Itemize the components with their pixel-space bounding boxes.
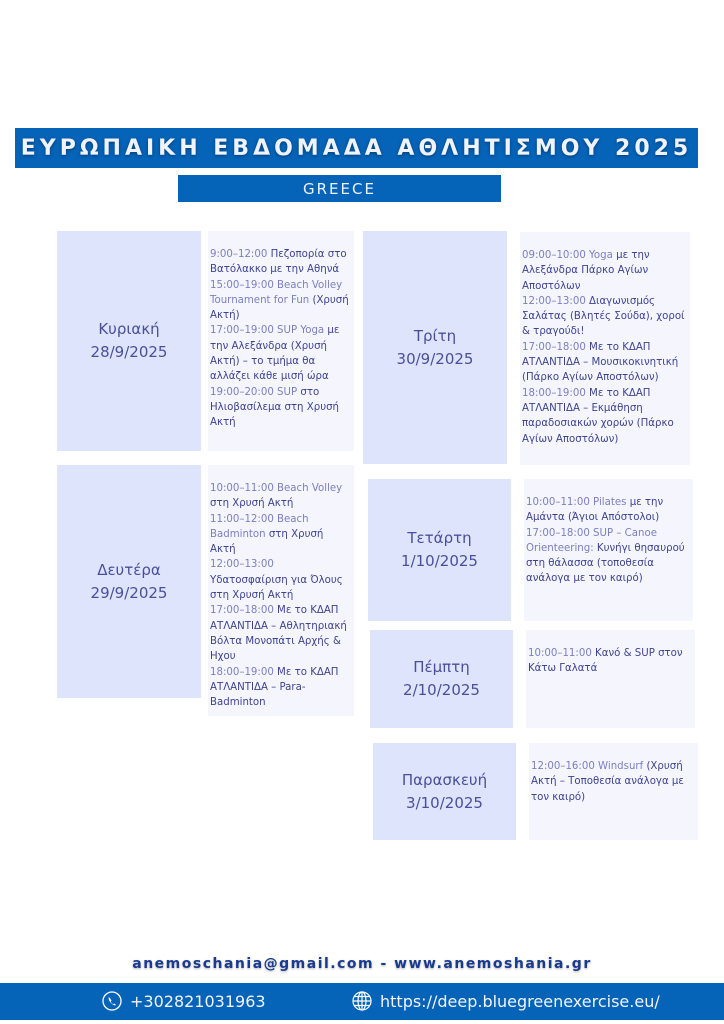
- activity-item: 18:00–19:00 Με το ΚΔΑΠ ΑΤΛΑΝΤΙΔΑ – Para-…: [210, 665, 350, 711]
- activity-text: Με το ΚΔΑΠ ΑΤΛΑΝΤΙΔΑ – Para-Badminton: [210, 666, 339, 709]
- activity-text: Με το ΚΔΑΠ ΑΤΛΑΝΤΙΔΑ – Μουσικοκινητική (…: [522, 341, 679, 384]
- activity-time: 9:00–12:00: [210, 249, 268, 260]
- activity-item: 15:00–19:00 Beach Volley Tournament for …: [210, 278, 350, 324]
- day-date: 1/10/2025: [401, 552, 478, 570]
- activity-text: Κυνήγι θησαυρού στη θάλασσα (τοποθεσία α…: [526, 542, 685, 585]
- activity-time: 10:00–11:00 Beach Volley: [210, 483, 343, 494]
- day-date: 30/9/2025: [396, 349, 474, 368]
- activity-text: Κανό & SUP στον Κάτω Γαλατά: [528, 648, 683, 675]
- website-url: https://deep.bluegreenexercise.eu/: [380, 991, 660, 1011]
- day-name: Τετάρτη: [407, 529, 472, 547]
- activity-item: 10:00–11:00 Beach Volley στη Χρυσή Ακτή: [210, 481, 350, 512]
- activity-time: 09:00–10:00 Yoga: [522, 250, 613, 261]
- activity-text: Με το ΚΔΑΠ ΑΤΛΑΝΤΙΔΑ – Αθλητηριακή Βόλτα…: [210, 605, 347, 663]
- day-thursday: Πέμπτη 2/10/2025: [370, 630, 513, 728]
- activity-text: Πεζοπορία στο Βατόλακκο με την Αθηνά: [210, 249, 347, 276]
- footer-bar: +302821031963 https://deep.bluegreenexer…: [0, 983, 724, 1020]
- activity-time: 10:00–11:00: [528, 648, 592, 659]
- day-monday: Δευτέρα 29/9/2025: [57, 465, 201, 698]
- day-date: 3/10/2025: [406, 793, 483, 812]
- activity-item: 17:00–19:00 SUP Yoga με την Αλεξάνδρα (Χ…: [210, 323, 350, 384]
- activity-item: 12:00–16:00 Windsurf (Χρυσή Ακτή – Τοποθ…: [531, 759, 694, 805]
- day-friday: Παρασκευή 3/10/2025: [373, 743, 516, 840]
- activity-item: 12:00–13:00 Υδατοσφαίριση για Όλους στη …: [210, 557, 350, 603]
- activities-wednesday: 10:00–11:00 Pilates με την Αμάντα (Άγιοι…: [524, 479, 693, 621]
- country-banner: GREECE: [178, 175, 501, 202]
- activity-text: (Χρυσή Ακτή): [210, 294, 349, 322]
- activity-time: 19:00–20:00 SUP: [210, 386, 298, 398]
- activity-item: 19:00–20:00 SUP στο Ηλιοβασίλεμα στη Χρυ…: [210, 385, 350, 431]
- activities-sunday: 9:00–12:00 Πεζοπορία στο Βατόλακκο με τη…: [208, 231, 354, 451]
- globe-icon: [352, 991, 372, 1011]
- day-name: Κυριακή: [98, 320, 160, 338]
- activity-item: 10:00–11:00 Pilates με την Αμάντα (Άγιοι…: [526, 495, 689, 526]
- day-wednesday: Τετάρτη 1/10/2025: [368, 479, 511, 621]
- activity-time: 17:00–18:00 SUP – Canoe Orienteering:: [526, 527, 657, 554]
- activity-text: Με το ΚΔΑΠ ΑΤΛΑΝΤΙΔΑ – Εκμάθηση παραδοσι…: [522, 387, 674, 445]
- day-name: Παρασκευή: [401, 770, 488, 789]
- activity-time: 17:00–18:00: [522, 341, 586, 353]
- activity-time: 12:00–13:00: [210, 559, 274, 571]
- activity-time: 18:00–19:00: [522, 387, 586, 399]
- activities-friday: 12:00–16:00 Windsurf (Χρυσή Ακτή – Τοποθ…: [529, 743, 698, 840]
- activity-text: με την Αμάντα (Άγιοι Απόστολοι): [526, 497, 664, 524]
- day-tuesday: Τρίτη 30/9/2025: [363, 231, 507, 464]
- day-name: Πέμπτη: [413, 658, 470, 676]
- activity-item: 17:00–18:00 Με το ΚΔΑΠ ΑΤΛΑΝΤΙΔΑ – Αθλητ…: [210, 603, 350, 664]
- page-title: ΕΥΡΩΠΑΙΚΗ ΕΒΔΟΜΑΔΑ ΑΘΛΗΤΙΣΜΟΥ 2025: [15, 128, 698, 168]
- day-date: 2/10/2025: [403, 681, 480, 699]
- activity-item: 17:00–18:00 SUP – Canoe Orienteering: Κυ…: [526, 526, 689, 587]
- phone-icon: [102, 991, 122, 1011]
- activity-time: 12:00–16:00 Windsurf: [531, 761, 644, 772]
- activity-item: 17:00–18:00 Με το ΚΔΑΠ ΑΤΛΑΝΤΙΔΑ – Μουσι…: [522, 340, 686, 386]
- activity-time: 18:00–19:00: [210, 666, 274, 678]
- day-name: Τρίτη: [413, 326, 457, 345]
- day-name: Δευτέρα: [97, 560, 161, 579]
- activity-text: (Χρυσή Ακτή – Τοποθεσία ανάλογα με τον κ…: [531, 761, 684, 803]
- phone-contact[interactable]: +302821031963: [102, 991, 266, 1011]
- activity-text: στο Ηλιοβασίλεμα στη Χρυσή Ακτή: [210, 386, 340, 429]
- website-link[interactable]: https://deep.bluegreenexercise.eu/: [352, 991, 660, 1011]
- activities-tuesday: 09:00–10:00 Yoga με την Αλεξάνδρα Πάρκο …: [520, 232, 690, 465]
- activity-text: στη Χρυσή Ακτή: [210, 528, 324, 556]
- activities-thursday: 10:00–11:00 Κανό & SUP στον Κάτω Γαλατά: [526, 630, 695, 728]
- activity-time: 15:00–19:00 Beach Volley Tournament for …: [210, 279, 343, 306]
- activity-text: με την Αλεξάνδρα (Χρυσή Ακτή) – το τμήμα…: [210, 325, 340, 383]
- activity-item: 09:00–10:00 Yoga με την Αλεξάνδρα Πάρκο …: [522, 248, 686, 294]
- phone-number: +302821031963: [130, 991, 266, 1011]
- activity-time: 11:00–12:00 Beach Badminton: [210, 513, 309, 540]
- activity-text: Διαγωνισμός Σαλάτας (Βλητές Σούδα), χορο…: [522, 295, 685, 338]
- activity-time: 17:00–18:00: [210, 605, 274, 617]
- activity-item: 10:00–11:00 Κανό & SUP στον Κάτω Γαλατά: [528, 646, 691, 677]
- activity-item: 9:00–12:00 Πεζοπορία στο Βατόλακκο με τη…: [210, 247, 350, 278]
- activity-item: 18:00–19:00 Με το ΚΔΑΠ ΑΤΛΑΝΤΙΔΑ – Εκμάθ…: [522, 386, 686, 447]
- day-date: 28/9/2025: [90, 343, 168, 361]
- activity-text: Υδατοσφαίριση για Όλους στη Χρυσή Ακτή: [210, 574, 343, 602]
- activity-text: με την Αλεξάνδρα Πάρκο Αγίων Αποστόλων: [522, 250, 650, 292]
- activity-item: 11:00–12:00 Beach Badminton στη Χρυσή Ακ…: [210, 512, 350, 558]
- activity-time: 17:00–19:00 SUP Yoga: [210, 325, 325, 337]
- day-sunday: Κυριακή 28/9/2025: [57, 231, 201, 451]
- activity-time: 10:00–11:00 Pilates: [526, 497, 627, 508]
- activity-text: στη Χρυσή Ακτή: [210, 498, 294, 510]
- day-date: 29/9/2025: [90, 583, 168, 602]
- contact-email-website[interactable]: anemoschania@gmail.com - www.anemoshania…: [132, 956, 592, 972]
- activity-time: 12:00–13:00: [522, 295, 586, 307]
- activity-item: 12:00–13:00 Διαγωνισμός Σαλάτας (Βλητές …: [522, 294, 686, 340]
